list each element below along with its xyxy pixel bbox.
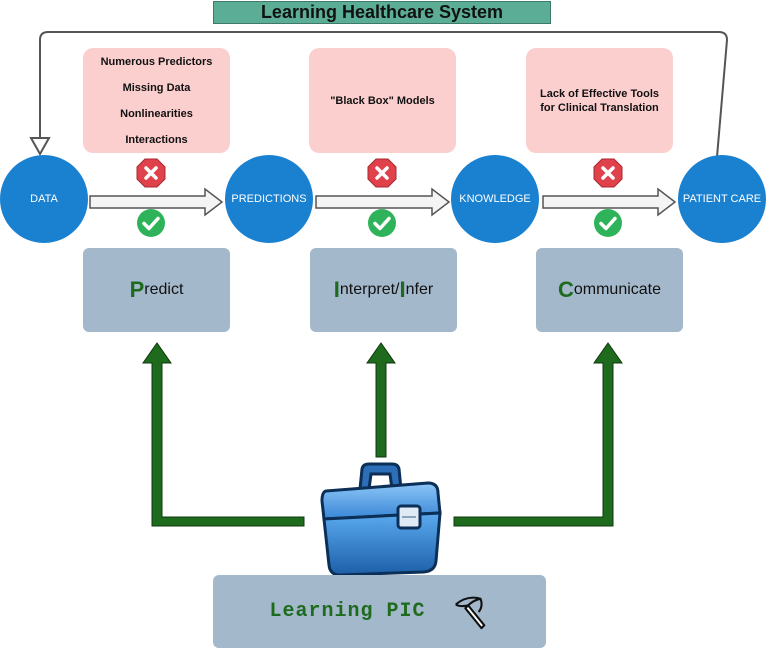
problem-line: Missing Data (122, 81, 191, 94)
problem-line: Interactions (125, 133, 188, 146)
pickaxe-icon (454, 596, 485, 629)
arrow-knowledge-to-patient-care (542, 187, 677, 217)
problem-box-knowledge: Lack of Effective Tools for Clinical Tra… (526, 48, 673, 153)
node-patient-care: PATIENT CARE (678, 155, 766, 243)
problem-line: Numerous Predictors (100, 55, 213, 68)
feedback-loop-line (39, 31, 729, 158)
title-banner: Learning Healthcare System (213, 1, 551, 24)
arrow-predictions-to-knowledge (315, 187, 451, 217)
green-arrow-to-communicate (453, 342, 623, 527)
problem-line: "Black Box" Models (330, 94, 435, 107)
title-text: Learning Healthcare System (260, 2, 504, 22)
node-label: PATIENT CARE (682, 193, 762, 205)
check-circle-icon (137, 209, 165, 237)
task-text: nfer (405, 281, 434, 298)
task-initial: P (129, 277, 145, 302)
problem-line: Lack of Effective Tools (540, 87, 659, 100)
node-label: KNOWLEDGE (459, 193, 531, 205)
task-text: redict (144, 281, 184, 298)
feedback-arrowhead (29, 137, 51, 157)
green-arrow-to-interpret (366, 342, 396, 458)
problem-box-predictions: "Black Box" Models (309, 48, 456, 153)
toolbox-icon (320, 462, 442, 577)
node-knowledge: KNOWLEDGE (451, 155, 539, 243)
task-initial: C (557, 277, 574, 302)
cross-octagon-icon (593, 158, 623, 188)
cross-octagon-icon (367, 158, 397, 188)
node-data: DATA (0, 155, 88, 243)
check-circle-icon (594, 209, 622, 237)
task-initial: I (333, 277, 340, 302)
task-text: nterpret/ (339, 281, 400, 298)
node-predictions: PREDICTIONS (225, 155, 313, 243)
green-arrow-to-predict (142, 342, 305, 527)
footer-label: Learning PIC (269, 600, 426, 623)
check-circle-icon (368, 209, 396, 237)
node-label: DATA (30, 193, 58, 205)
cross-octagon-icon (136, 158, 166, 188)
problem-line: Nonlinearities (120, 107, 193, 120)
task-text: ommunicate (573, 281, 662, 298)
problem-line: for Clinical Translation (540, 101, 659, 114)
task-initial: I (399, 277, 406, 302)
arrow-data-to-predictions (89, 187, 224, 217)
problem-box-data: Numerous Predictors Missing Data Nonline… (83, 48, 230, 153)
footer-panel: Learning PIC (213, 575, 546, 648)
node-label: PREDICTIONS (231, 193, 307, 205)
